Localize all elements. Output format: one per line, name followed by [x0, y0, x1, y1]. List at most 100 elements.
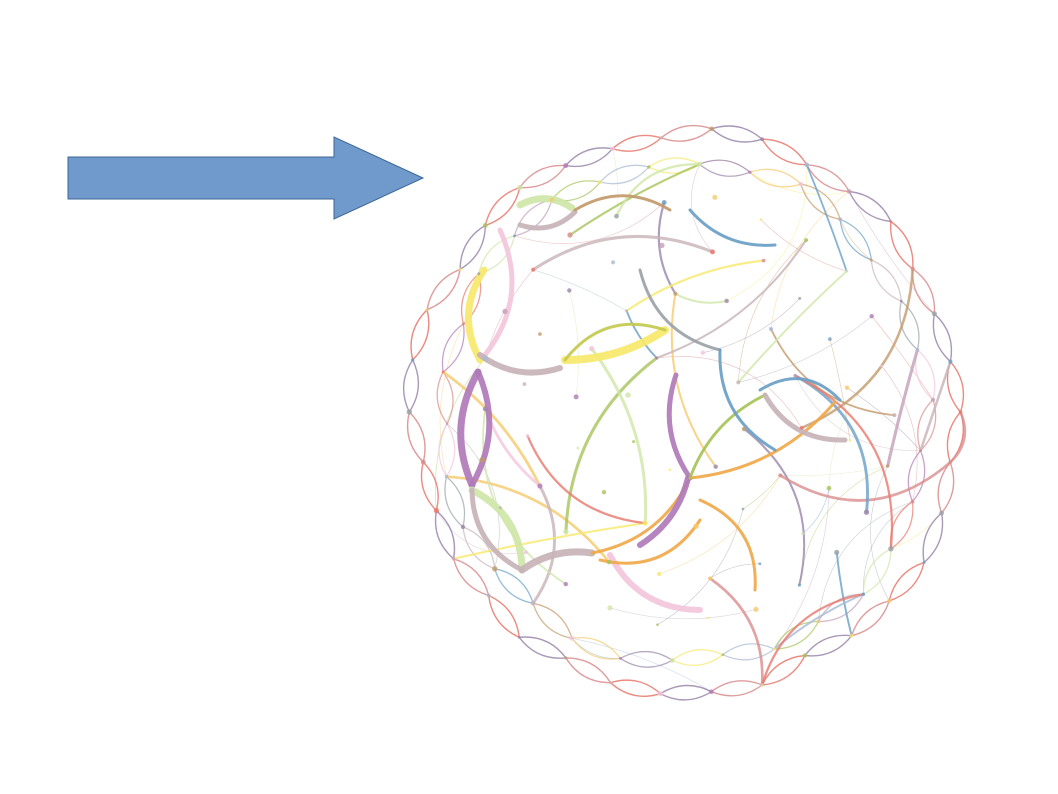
- edge-thin: [742, 475, 781, 510]
- edge-thin: [702, 298, 800, 353]
- edge: [436, 371, 448, 425]
- network-node: [482, 406, 488, 412]
- edge: [793, 374, 869, 514]
- network-node: [816, 619, 821, 624]
- edge: [698, 163, 751, 177]
- network-node: [563, 581, 568, 587]
- network-node: [451, 557, 456, 561]
- edge-thin: [774, 487, 830, 650]
- edge: [800, 183, 841, 220]
- network-node: [709, 689, 714, 694]
- edge-highlight: [464, 266, 488, 364]
- network-node: [531, 267, 536, 272]
- edge: [890, 220, 914, 270]
- edge: [531, 484, 556, 605]
- network-node: [482, 223, 488, 228]
- network-node: [797, 583, 802, 587]
- edge: [671, 654, 724, 666]
- edge: [571, 637, 622, 660]
- edge-highlight: [698, 498, 757, 592]
- edge: [911, 450, 926, 503]
- edge: [478, 235, 516, 275]
- network-node: [772, 647, 776, 651]
- edge: [625, 259, 765, 312]
- edge-thin: [846, 387, 921, 451]
- edge: [760, 593, 865, 687]
- network-node: [760, 137, 764, 142]
- edge-thin: [794, 375, 921, 452]
- network-node: [922, 560, 926, 564]
- edge-thin: [656, 356, 802, 429]
- network-node: [931, 311, 937, 317]
- network-node: [673, 291, 678, 296]
- edge: [862, 548, 892, 595]
- edge: [494, 568, 534, 604]
- network-node: [513, 234, 516, 238]
- edge: [519, 164, 567, 189]
- network-node: [564, 656, 568, 660]
- edge-highlight: [637, 475, 691, 548]
- edge-thin: [726, 164, 808, 302]
- network-node: [609, 681, 612, 685]
- network-node: [910, 499, 915, 504]
- edge: [710, 684, 763, 697]
- edge-thin: [569, 290, 579, 398]
- edge: [426, 268, 461, 311]
- edge-thin: [738, 315, 872, 383]
- edge-highlight: [573, 194, 672, 212]
- network-node: [697, 161, 702, 167]
- edge: [513, 198, 553, 237]
- edge-thin: [709, 563, 761, 579]
- edge: [571, 636, 622, 660]
- edge: [611, 137, 662, 152]
- edge: [761, 138, 808, 166]
- edge: [441, 370, 542, 488]
- network-node: [563, 163, 569, 169]
- edge: [862, 548, 892, 595]
- edge: [657, 201, 677, 295]
- edge-thin: [690, 163, 713, 253]
- network-node: [693, 523, 699, 529]
- edge: [674, 292, 728, 304]
- edge-highlight: [468, 486, 526, 574]
- edge: [444, 475, 464, 528]
- edge-thin: [799, 465, 888, 586]
- edge-highlight: [477, 352, 563, 376]
- edge: [698, 159, 751, 173]
- edge: [890, 500, 914, 550]
- network-node: [799, 426, 804, 430]
- edge: [761, 654, 806, 686]
- edge: [743, 427, 806, 587]
- edge: [459, 224, 486, 271]
- edge: [408, 359, 419, 413]
- network-node: [838, 217, 843, 222]
- network-node: [887, 598, 892, 604]
- edge-highlight: [762, 392, 848, 443]
- edge: [761, 138, 808, 166]
- edge: [737, 270, 848, 384]
- edge: [907, 450, 922, 503]
- edge-thin: [738, 239, 807, 383]
- edge-highlight: [688, 393, 767, 480]
- edge: [564, 356, 659, 534]
- network-node: [657, 691, 664, 697]
- edge: [886, 348, 920, 468]
- edge: [526, 434, 647, 525]
- network-node: [477, 272, 481, 276]
- network-node: [525, 434, 530, 438]
- network-highlight-edges: [457, 194, 848, 613]
- edge: [949, 360, 965, 413]
- edge: [889, 500, 914, 550]
- edge: [599, 164, 650, 183]
- edge: [912, 268, 936, 315]
- network-node: [741, 426, 747, 432]
- network-node: [706, 616, 709, 620]
- edge: [460, 273, 480, 325]
- edge: [494, 568, 534, 604]
- edge-highlight: [666, 372, 693, 481]
- network-node: [869, 314, 874, 319]
- network-node: [848, 439, 852, 442]
- edge: [749, 171, 802, 188]
- network-node: [826, 485, 832, 491]
